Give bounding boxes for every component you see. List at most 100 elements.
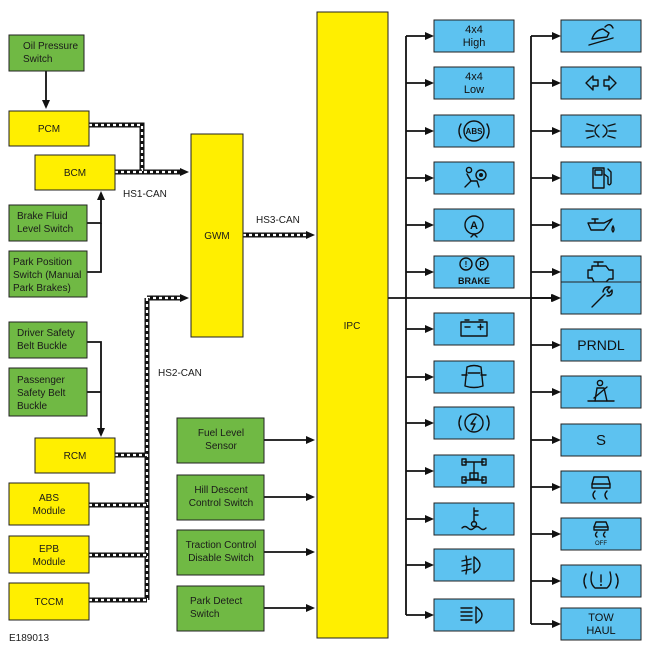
right-indicator-14-label-2: HAUL bbox=[586, 625, 615, 637]
fuel-level-line2: Sensor bbox=[205, 441, 237, 452]
middle-indicator-2-wire bbox=[406, 79, 434, 87]
middle-indicator-5-wire bbox=[406, 221, 434, 229]
park-position-line3: Park Brakes) bbox=[13, 283, 71, 294]
driver-belt-wire bbox=[87, 341, 105, 437]
right-indicator-12-wire bbox=[531, 530, 561, 538]
park-detect-line1: Park Detect bbox=[190, 596, 242, 607]
pcm-label: PCM bbox=[38, 124, 60, 135]
tire-pressure-icon bbox=[583, 571, 619, 589]
park-detect-line2: Switch bbox=[190, 609, 219, 620]
battery-icon bbox=[460, 319, 488, 337]
middle-indicator-10-wire bbox=[406, 467, 434, 475]
middle-indicator-9-wire bbox=[406, 419, 434, 427]
right-indicator-9 bbox=[531, 375, 642, 409]
right-indicator-5 bbox=[531, 208, 642, 242]
middle-indicator-6-label-1: BRAKE bbox=[458, 276, 490, 286]
svg-text:ABS: ABS bbox=[466, 127, 484, 136]
fuel-level-wire bbox=[264, 436, 315, 444]
middle-indicator-13-wire bbox=[406, 611, 434, 619]
driver-belt-buckle: Driver Safety Belt Buckle bbox=[8, 321, 88, 359]
airbag-icon bbox=[464, 166, 487, 188]
right-indicator-14-label-1: TOW bbox=[588, 612, 614, 624]
hill-descent-icon bbox=[588, 24, 614, 46]
middle-indicator-9 bbox=[406, 406, 515, 440]
svg-text:OFF: OFF bbox=[595, 541, 607, 547]
middle-indicator-13 bbox=[406, 598, 515, 632]
service-wrench-icon bbox=[591, 286, 613, 308]
middle-indicator-5: A bbox=[406, 208, 515, 242]
middle-indicator-1-box bbox=[433, 19, 515, 53]
right-indicator-2-wire bbox=[531, 79, 561, 87]
hs1-can-label: HS1-CAN bbox=[123, 189, 167, 200]
hs1-can-bus bbox=[89, 122, 189, 176]
oil-pressure-switch: Oil Pressure Switch bbox=[8, 34, 85, 72]
right-indicator-10-box bbox=[560, 423, 642, 457]
coolant-temp-icon bbox=[461, 507, 487, 531]
diff-lock-icon bbox=[461, 458, 487, 484]
passenger-belt-line2: Safety Belt bbox=[17, 388, 66, 399]
epb-module-line1: EPB bbox=[39, 544, 59, 555]
svg-text:P: P bbox=[479, 260, 485, 269]
right-indicator-14-wire bbox=[531, 620, 561, 628]
middle-indicator-8-wire bbox=[406, 373, 434, 381]
hs3-can-bus bbox=[243, 231, 315, 239]
right-indicator-10: S bbox=[531, 423, 642, 457]
right-indicator-4-wire bbox=[531, 174, 561, 182]
hs2-can-to-gwm bbox=[147, 294, 189, 302]
middle-indicator-5-box bbox=[433, 208, 515, 242]
passenger-belt-line3: Buckle bbox=[17, 401, 47, 412]
middle-indicator-11-wire bbox=[406, 515, 434, 523]
epb-icon bbox=[458, 413, 490, 433]
middle-indicator-12 bbox=[406, 548, 515, 582]
right-indicator-3-wire bbox=[531, 127, 561, 135]
right-indicator-4 bbox=[531, 161, 642, 195]
middle-indicator-4-wire bbox=[406, 174, 434, 182]
rcm-module: RCM bbox=[34, 437, 116, 474]
middle-indicator-2-box bbox=[433, 66, 515, 100]
right-indicator-1-box bbox=[560, 19, 642, 53]
right-indicator-2 bbox=[531, 66, 642, 100]
stability-control-icon bbox=[591, 476, 611, 500]
figure-id: E189013 bbox=[9, 633, 49, 644]
passenger-belt-line1: Passenger bbox=[17, 375, 65, 386]
right-indicator-12: OFF bbox=[531, 517, 642, 551]
middle-indicator-10 bbox=[406, 454, 515, 488]
right-indicator-8-box bbox=[560, 328, 642, 362]
bcm-label: BCM bbox=[64, 168, 86, 179]
ipc-label: IPC bbox=[344, 321, 361, 332]
tccm-label: TCCM bbox=[35, 597, 64, 608]
hs2-can-label: HS2-CAN bbox=[158, 368, 202, 379]
sport-mode-icon: S bbox=[596, 432, 606, 449]
rcm-label: RCM bbox=[64, 451, 87, 462]
middle-indicator-8-box bbox=[433, 360, 515, 394]
passenger-belt-buckle: Passenger Safety Belt Buckle bbox=[8, 367, 88, 417]
hill-descent-line2: Control Switch bbox=[189, 498, 253, 509]
tccm-module: TCCM bbox=[8, 582, 90, 621]
right-indicator-8: PRNDL bbox=[531, 328, 642, 362]
traction-control-disable-switch: Traction Control Disable Switch bbox=[176, 529, 265, 576]
right-indicator-5-wire bbox=[531, 221, 561, 229]
hill-descent-line1: Hill Descent bbox=[194, 485, 248, 496]
oil-pressure-icon bbox=[587, 218, 615, 233]
hill-descent-control-switch: Hill Descent Control Switch bbox=[176, 474, 265, 521]
park-position-line2: Switch (Manual bbox=[13, 270, 81, 281]
middle-indicator-11 bbox=[406, 502, 515, 536]
middle-indicator-1-label-2: High bbox=[463, 37, 486, 49]
middle-indicator-1-label-1: 4x4 bbox=[465, 24, 483, 36]
right-indicator-14-box bbox=[560, 607, 642, 641]
park-position-switch: Park Position Switch (Manual Park Brakes… bbox=[8, 250, 88, 298]
right-indicator-2-box bbox=[560, 66, 642, 100]
seatbelt-icon bbox=[587, 379, 615, 402]
traction-control-line2: Disable Switch bbox=[188, 553, 254, 564]
brake-fluid-line1: Brake Fluid bbox=[17, 211, 68, 222]
middle-indicator-8 bbox=[406, 360, 515, 394]
right-indicator-8-label-1: PRNDL bbox=[577, 337, 625, 353]
oil-pressure-line2: Switch bbox=[23, 54, 52, 65]
fuel-icon bbox=[592, 167, 612, 189]
middle-indicator-7 bbox=[406, 312, 515, 346]
